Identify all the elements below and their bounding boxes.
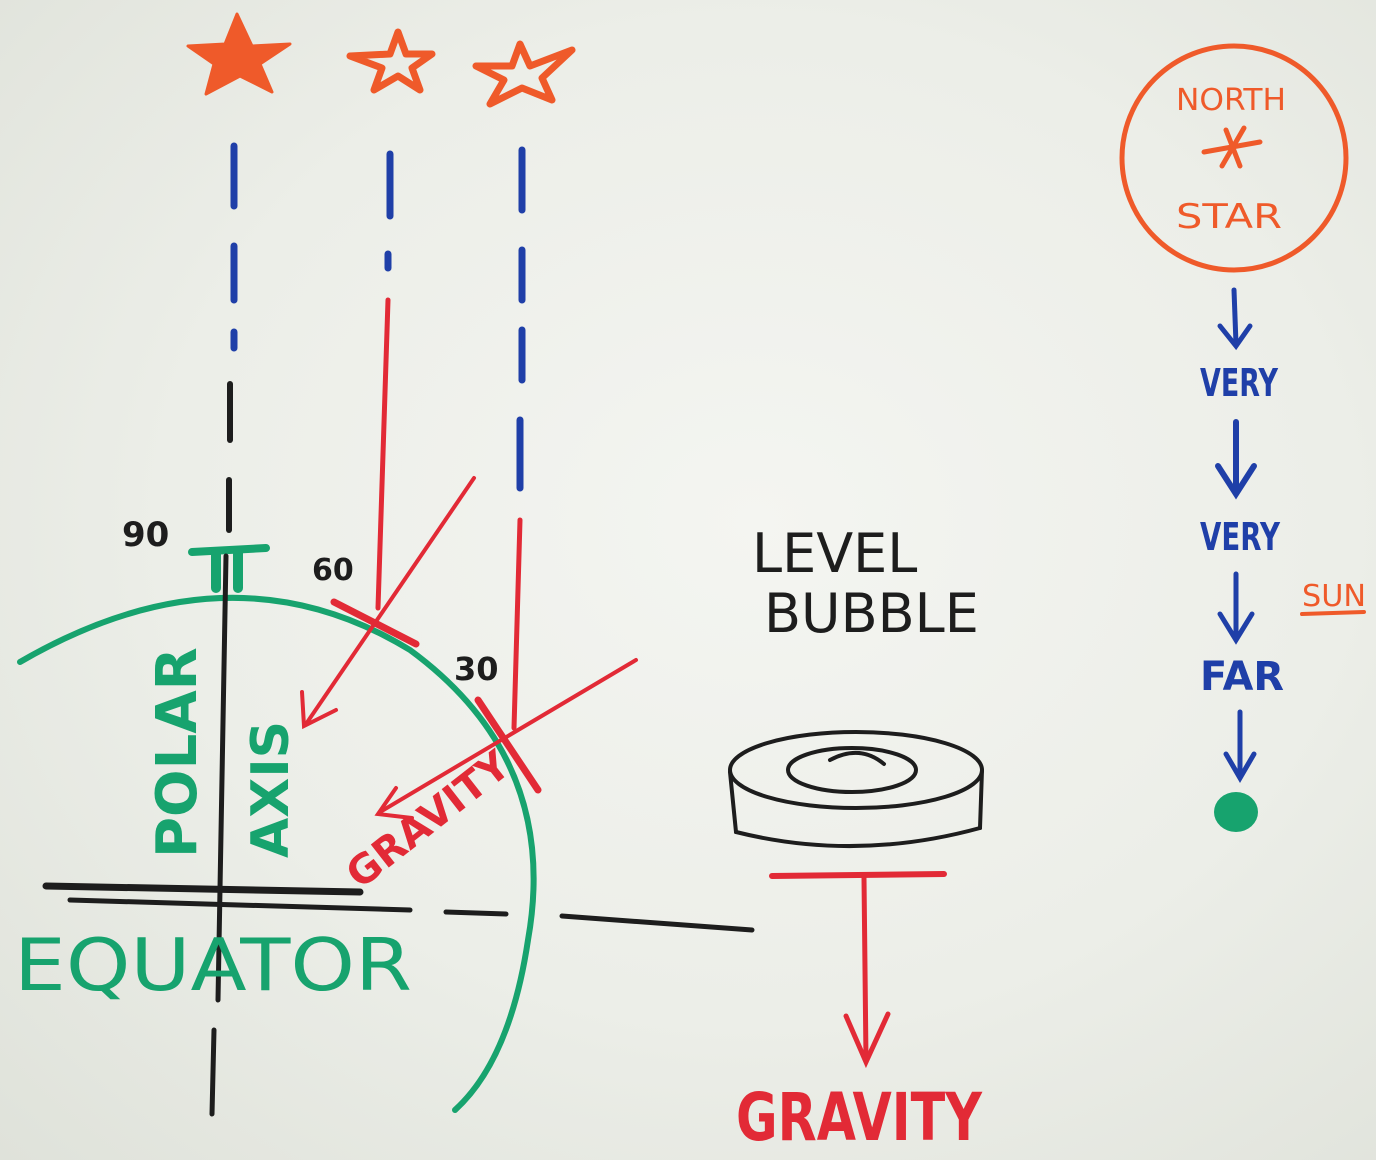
star-icon-overhead (186, 12, 292, 96)
axis-label: AXIS (241, 721, 301, 858)
star-icon-60 (346, 28, 436, 94)
earth-circle-arc (17, 594, 537, 1113)
gravity-arrow-down (769, 871, 947, 1069)
sightline-60 (375, 150, 394, 611)
arrow-down-icon-4 (1223, 709, 1257, 783)
very-label-2: VERY (1200, 515, 1280, 559)
arrow-down-icon-2 (1215, 419, 1257, 500)
level-label: LEVEL (752, 522, 917, 585)
bubble-label: BUBBLE (764, 582, 979, 645)
sightline-overhead (226, 142, 238, 533)
equator-line (42, 882, 755, 933)
north-star-icon (1201, 125, 1263, 169)
level-bubble-drawing (728, 730, 984, 848)
sun-label: SUN (1302, 579, 1366, 614)
star-icon-30 (472, 40, 576, 108)
level-marker-90 (188, 544, 270, 593)
angle-label-60: 60 (312, 553, 354, 588)
angle-label-90: 90 (122, 515, 169, 555)
angle-label-30: 30 (454, 650, 499, 688)
gravity-tilted-label: GRAVITY (338, 742, 520, 898)
north-star-circle (1119, 43, 1349, 273)
equator-label: EQUATOR (14, 923, 412, 1007)
arrow-down-icon-1 (1217, 287, 1253, 351)
gravity-label: GRAVITY (736, 1079, 983, 1156)
level-marker-60 (300, 476, 476, 730)
polar-label: POLAR (145, 647, 210, 858)
arrow-down-icon-3 (1217, 571, 1255, 645)
earth-dot-icon (1214, 792, 1258, 832)
sun-underline (1300, 610, 1366, 616)
level-marker-30 (374, 658, 638, 820)
polar-axis-line (209, 553, 229, 1117)
very-label-1: VERY (1200, 361, 1278, 405)
star-label: STAR (1176, 197, 1282, 237)
sightline-30 (511, 146, 526, 731)
north-label: NORTH (1176, 83, 1286, 118)
far-label: FAR (1200, 654, 1284, 700)
